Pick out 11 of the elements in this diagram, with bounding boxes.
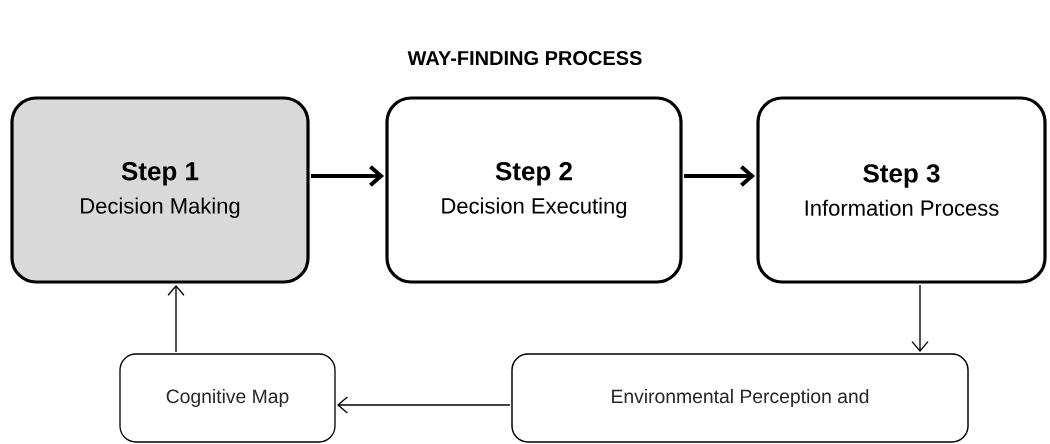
- arrow: [683, 165, 756, 187]
- arrow: [167, 284, 185, 353]
- step-box: Step 1 Decision Making: [10, 96, 310, 284]
- title: WAY-FINDING PROCESS: [407, 50, 642, 66]
- arrow: [310, 165, 385, 187]
- process-box: Cognitive Map: [119, 353, 336, 443]
- step-box: Step 3 Information Process: [756, 96, 1047, 284]
- arrow: [337, 396, 511, 414]
- arrow: [911, 284, 929, 352]
- process-box: Environmental Perception and: [511, 353, 969, 443]
- step-box: Step 2 Decision Executing: [385, 96, 683, 284]
